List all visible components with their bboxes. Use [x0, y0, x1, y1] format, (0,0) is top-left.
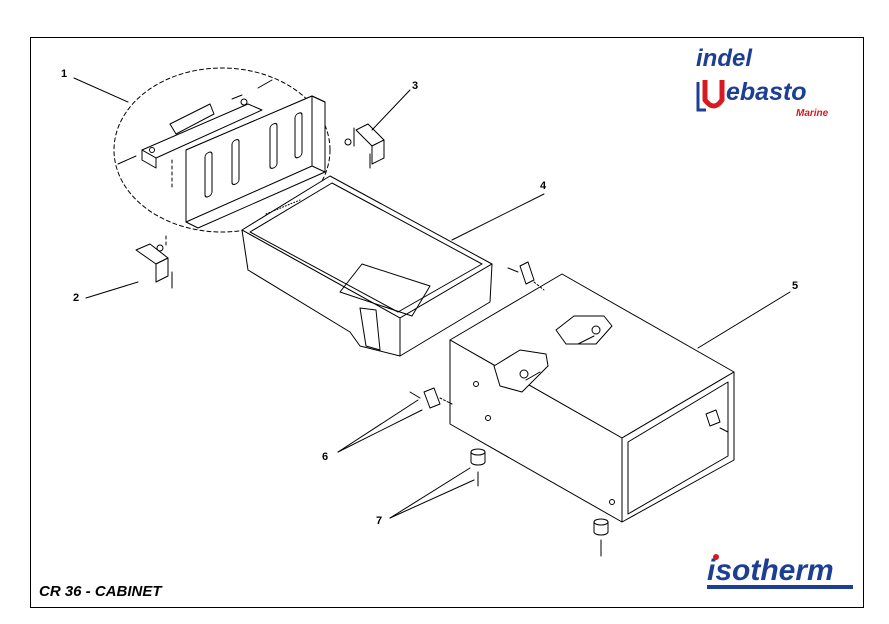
back-plate-part: [185, 95, 326, 229]
clip-part-6: [409, 261, 545, 409]
detail-circle: [113, 67, 331, 233]
hinge-bar-part: [117, 79, 273, 191]
callout-1: 1: [61, 68, 68, 80]
leader-lines: [73, 77, 791, 519]
logo-isotherm-text: isotherm: [707, 554, 834, 587]
logo-webasto-text: ebasto: [726, 78, 807, 106]
bracket-part-2: [135, 235, 173, 289]
drawing-frame: [30, 37, 864, 608]
drawer-tray-part: [241, 175, 493, 357]
callout-3: 3: [412, 80, 419, 92]
callout-5: 5: [792, 280, 799, 292]
isotherm-logo: isotherm: [707, 554, 853, 589]
foot-part-7: [470, 448, 609, 557]
callout-4: 4: [540, 180, 547, 192]
cabinet-part: [449, 273, 735, 523]
drawing-caption: CR 36 - CABINET: [39, 583, 162, 600]
callout-6: 6: [322, 451, 329, 463]
indel-webasto-logo: indel ebasto Marine: [696, 45, 829, 119]
callout-7: 7: [376, 515, 383, 527]
bracket-part-3: [344, 123, 385, 169]
logo-marine-text: Marine: [796, 108, 829, 119]
callout-2: 2: [73, 292, 80, 304]
logo-indel-text: indel: [696, 45, 753, 72]
